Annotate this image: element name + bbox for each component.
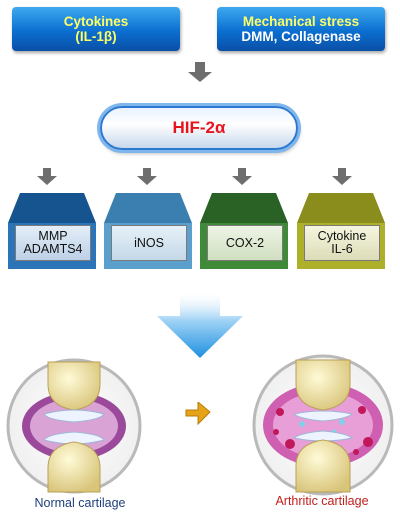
big-down-arrow-icon [157, 290, 243, 358]
cytokines-box: Cytokines (IL-1β) [12, 7, 180, 51]
mechanical-stress-box: Mechanical stress DMM, Collagenase [217, 7, 385, 51]
target-cytokine-box: Cytokine IL-6 [297, 193, 385, 269]
progression-arrow-icon [185, 402, 211, 426]
down-arrow-icon [37, 168, 57, 185]
down-arrow-icon [332, 168, 352, 185]
target-mmp-box: MMP ADAMTS4 [8, 193, 96, 269]
target-inos-box: iNOS [104, 193, 192, 269]
target-cox2-label: COX-2 [207, 225, 283, 261]
mechanical-stress-label: Mechanical stress [242, 14, 360, 29]
down-arrow-icon [232, 168, 252, 185]
cytokines-label: Cytokines [63, 14, 129, 29]
down-arrow-icon [188, 62, 212, 82]
hif2a-node: HIF-2α [100, 106, 298, 150]
il1b-label: (IL-1β) [75, 29, 117, 44]
target-inos-label: iNOS [111, 225, 187, 261]
target-cytokine-label: Cytokine IL-6 [304, 225, 380, 261]
normal-cartilage-image [6, 358, 142, 494]
arthritic-cartilage-image [252, 354, 394, 496]
hif2a-label: HIF-2α [172, 118, 226, 137]
arthritic-cartilage-caption: Arthritic cartilage [275, 494, 369, 508]
down-arrow-icon [137, 168, 157, 185]
normal-cartilage-caption: Normal cartilage [34, 496, 126, 510]
target-cox2-box: COX-2 [200, 193, 288, 269]
target-mmp-label: MMP ADAMTS4 [15, 225, 91, 261]
dmm-collagenase-label: DMM, Collagenase [241, 29, 361, 44]
